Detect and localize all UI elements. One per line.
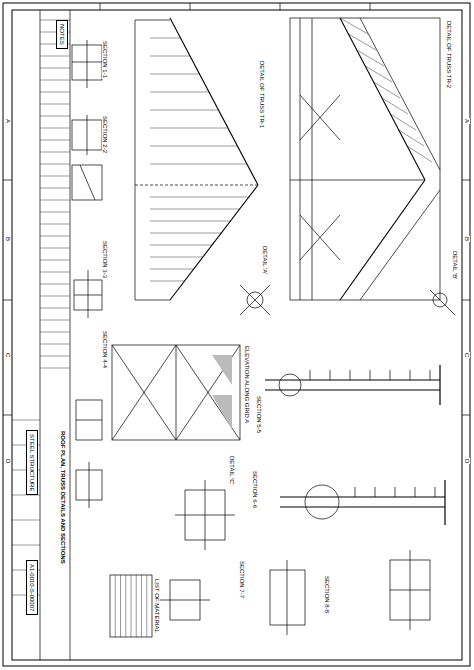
grid-letter: A (464, 118, 470, 124)
view-title: SECTION 2-2 (102, 115, 108, 154)
view-title: DETAIL 'B' (452, 250, 458, 280)
cell-text: STEEL STRUCTURE (28, 434, 35, 491)
view-title: DETAIL OF TRUSS TR-2 (446, 20, 452, 89)
view-title: ELEVATION ALONG GRID A (244, 345, 250, 424)
view-title: SECTION 8-8 (324, 575, 330, 614)
grid-letter: D (464, 458, 470, 464)
view-title: DETAIL 'A' (262, 245, 268, 275)
view-title: SECTION 1-1 (102, 40, 108, 79)
view-title: SECTION 7-7 (239, 560, 245, 599)
grid-letter: C (5, 352, 11, 358)
sheet-title: ROOF PLAN, TRUSS DETAILS AND SECTIONS (60, 430, 66, 565)
title-block-cell: NOTES (56, 20, 68, 49)
view-title: LIST OF MATERIAL (154, 578, 160, 634)
grid-letter: C (464, 352, 470, 358)
view-title: DETAIL OF TRUSS TR-1 (259, 60, 265, 129)
title-block-cell: STEEL STRUCTURE (26, 430, 38, 495)
grid-letter: A (5, 118, 11, 124)
view-title: SECTION 5-5 (256, 395, 262, 434)
view-title: DETAIL 'C' (229, 455, 235, 486)
view-title: SECTION 6-6 (252, 470, 258, 509)
view-title: SECTION 4-4 (102, 330, 108, 369)
grid-letter: D (5, 458, 11, 464)
cell-text: NOTES (58, 24, 65, 45)
grid-letter: B (5, 236, 11, 242)
grid-letter: B (464, 236, 470, 242)
view-title: SECTION 3-3 (102, 240, 108, 279)
title-block-cell: A1-0010-S-00007 (26, 560, 38, 615)
cell-text: A1-0010-S-00007 (28, 564, 35, 611)
